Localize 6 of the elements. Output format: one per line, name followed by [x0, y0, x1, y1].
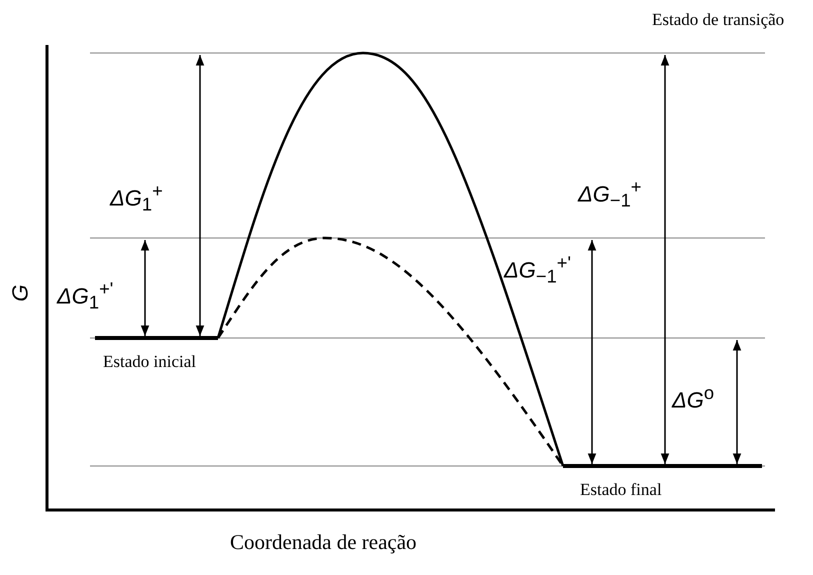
axis-label: Coordenada de reação: [230, 530, 417, 555]
state-label: Estado de transição: [652, 10, 784, 30]
axis-label: G: [8, 284, 34, 302]
state-label: Estado inicial: [103, 352, 196, 372]
state-label: Estado final: [580, 480, 662, 500]
energy-label: ΔG$^{o}$: [672, 382, 714, 414]
